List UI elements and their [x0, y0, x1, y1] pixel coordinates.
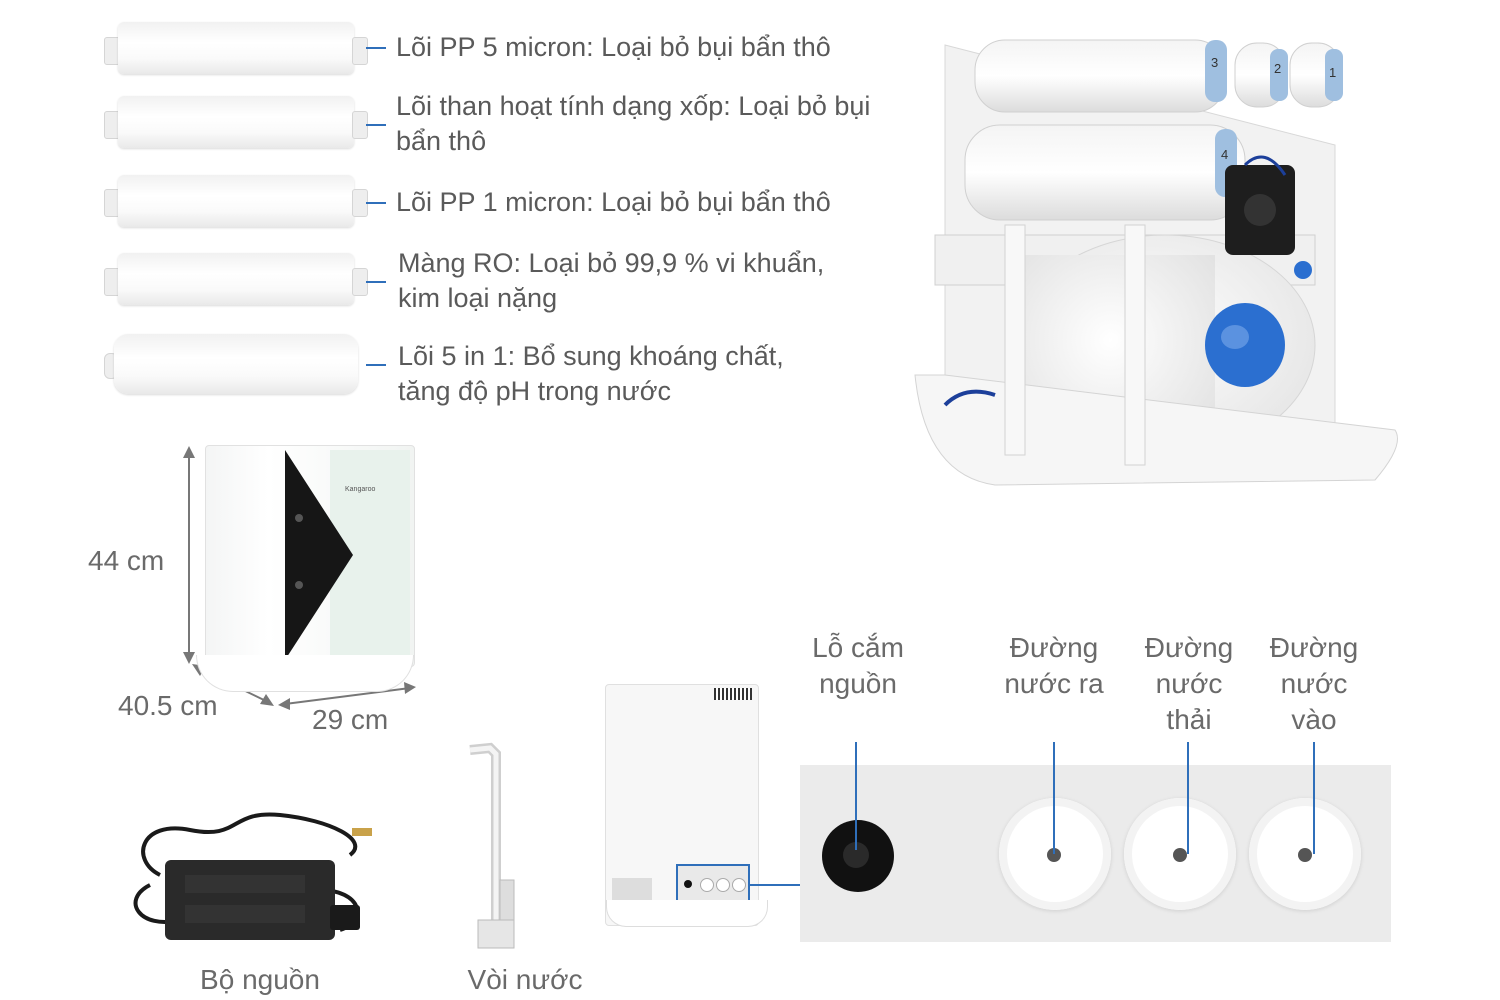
brand-logo: Kangaroo	[345, 486, 376, 493]
arrow-down-icon	[183, 652, 195, 664]
waste-leader-line	[1187, 742, 1189, 854]
power-supply-image	[133, 812, 372, 940]
filter-pp1-image	[118, 175, 354, 227]
leader-line	[366, 124, 386, 126]
filter-label-ro: Màng RO: Loại bỏ 99,9 % vi khuẩn, kim lo…	[398, 248, 825, 313]
power-leader-line	[855, 742, 857, 850]
leader-line	[366, 364, 386, 366]
waste-port-hole	[1173, 848, 1187, 862]
power-supply-label: Bộ nguồn	[200, 964, 320, 995]
zoom-leader-line	[748, 884, 800, 886]
port-dot	[732, 878, 746, 892]
filter-label-pp1: Lõi PP 1 micron: Loại bỏ bụi bẩn thô	[396, 187, 831, 217]
port-dot	[700, 878, 714, 892]
housing-filter-3	[974, 39, 1226, 113]
housing-filter-4	[964, 124, 1246, 221]
outlet-port-hole	[1047, 848, 1061, 862]
leader-line	[366, 47, 386, 49]
filter-ro-image	[118, 253, 354, 305]
filter-carbon-image	[118, 96, 354, 148]
internal-assembly-illustration: 3 2 1 4	[914, 39, 1398, 486]
width-label: 29 cm	[312, 704, 389, 735]
filter-number-1: 1	[1329, 65, 1336, 80]
filter-label-pp5: Lõi PP 5 micron: Loại bỏ bụi bẩn thô	[396, 32, 831, 62]
filter-label-5in1: Lõi 5 in 1: Bổ sung khoáng chất, tăng độ…	[398, 341, 784, 406]
filter-pp5-image	[118, 22, 354, 74]
leader-line	[366, 281, 386, 283]
port-dot	[684, 880, 692, 888]
filter-number-4: 4	[1221, 147, 1228, 162]
purifier-base-stand	[196, 655, 414, 692]
barcode-label	[714, 688, 752, 700]
filter-number-2: 2	[1274, 61, 1281, 76]
filter-number-3: 3	[1211, 55, 1218, 70]
purifier-front-chevron	[285, 450, 353, 660]
height-label: 44 cm	[88, 545, 165, 576]
faucet-label: Vòi nước	[467, 964, 583, 995]
waste-port-label: Đường nước thải	[1144, 632, 1234, 735]
outlet-port-label: Đường nước ra	[1004, 632, 1104, 699]
inlet-leader-line	[1313, 742, 1315, 854]
depth-label: 40.5 cm	[118, 690, 218, 721]
outlet-leader-line	[1053, 742, 1055, 854]
arrow-up-icon	[183, 446, 195, 458]
inlet-port-label: Đường nước vào	[1269, 632, 1359, 735]
filter-label-carbon: Lõi than hoạt tính dạng xốp: Loại bỏ bụi…	[396, 91, 871, 156]
back-base-stand	[606, 900, 768, 927]
leader-line	[366, 202, 386, 204]
port-dot	[716, 878, 730, 892]
inlet-port-hole	[1298, 848, 1312, 862]
filter-end-cap	[352, 37, 368, 65]
filter-5in1-image	[114, 334, 358, 394]
faucet-image	[469, 742, 515, 949]
height-dimension-line	[188, 452, 190, 657]
power-port-label: Lỗ cắm nguồn	[812, 632, 904, 699]
